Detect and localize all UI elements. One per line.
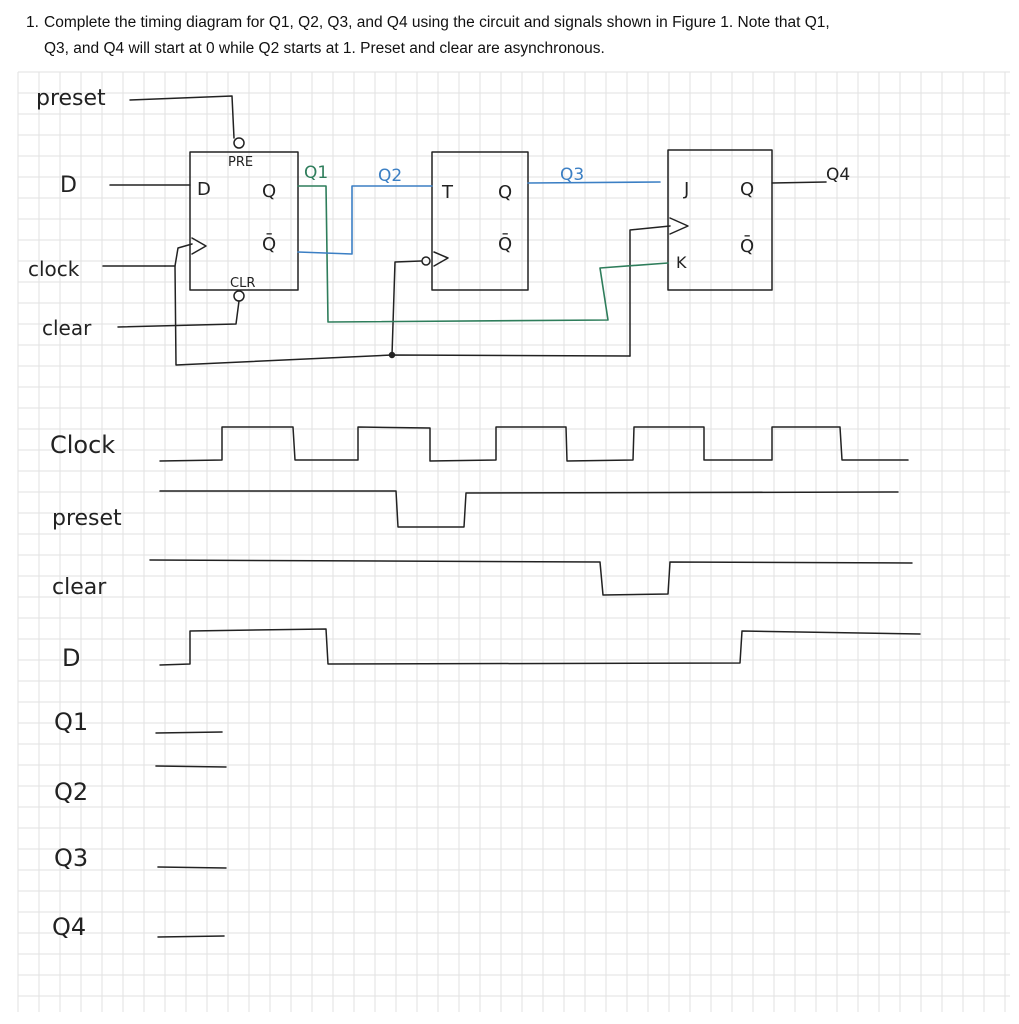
preset-wire [129, 95, 235, 139]
question-number: 1. [26, 14, 39, 31]
timing-label-q4: Q4 [52, 913, 86, 941]
q2-start-level [155, 765, 227, 768]
d-flip-flop [189, 151, 299, 291]
q3-start-level [157, 866, 227, 869]
dff-pre-bubble [233, 137, 245, 149]
q1-wire-label: Q1 [304, 163, 328, 183]
dff-d-label: D [197, 179, 211, 200]
q1-start-level [155, 731, 223, 734]
timing-label-q3: Q3 [54, 844, 88, 872]
clear-waveform [149, 559, 913, 596]
dff-clr-label: CLR [230, 276, 255, 291]
tff-qbar-label: Q̄ [498, 233, 512, 255]
timing-label-d: D [62, 644, 80, 672]
jkff-qbar-label: Q̄ [740, 235, 754, 257]
t-flip-flop [431, 151, 529, 291]
clock-to-dff [164, 243, 193, 267]
timing-label-q1: Q1 [54, 708, 88, 736]
question-line-2: Q3, and Q4 will start at 0 while Q2 star… [44, 40, 605, 57]
q4-start-level [157, 935, 225, 938]
q4-wire-label: Q4 [826, 165, 850, 185]
question-text: 1. Complete the timing diagram for Q1, Q2… [26, 10, 986, 62]
clock-bus [174, 265, 631, 366]
dff-clock-triangle [191, 237, 207, 255]
input-label-clear: clear [42, 316, 92, 340]
dff-q-label: Q [262, 181, 276, 202]
jkff-clock-triangle [669, 217, 689, 235]
timing-diagram: Clock preset clear D Q1 Q2 Q3 Q4 [50, 426, 921, 941]
input-label-preset: preset [36, 86, 106, 111]
grid-paper [17, 71, 1010, 1012]
dff-clr-bubble [233, 290, 245, 302]
q4-output-wire [771, 181, 827, 184]
preset-waveform [159, 490, 899, 528]
q3-wire-label: Q3 [560, 165, 584, 185]
q3-wire [527, 181, 661, 184]
jk-flip-flop [667, 149, 773, 291]
input-label-clock: clock [28, 257, 80, 281]
input-label-d: D [60, 173, 77, 198]
clear-wire [117, 300, 240, 328]
tff-t-label: T [441, 182, 454, 203]
dff-pre-label: PRE [228, 155, 253, 170]
timing-label-clear: clear [52, 575, 107, 600]
jkff-clock-wire [629, 225, 671, 357]
d-waveform [159, 628, 921, 666]
circuit-diagram: preset D clock clear PRE D Q Q̄ CLR T Q … [28, 86, 850, 366]
dff-qbar-label: Q̄ [262, 233, 276, 255]
q2-wire-label: Q2 [378, 166, 402, 186]
timing-label-clock: Clock [50, 431, 115, 459]
timing-label-preset: preset [52, 506, 122, 531]
tff-clock-triangle [433, 251, 449, 267]
colored-wires: Q1 Q2 Q3 [297, 163, 669, 323]
tff-clock-wire [391, 260, 422, 356]
clock-waveform [159, 426, 909, 462]
q2-wire [297, 185, 433, 255]
tff-clock-bubble [421, 256, 431, 266]
q1-wire [297, 185, 669, 323]
jkff-j-label: J [683, 179, 689, 200]
timing-label-q2: Q2 [54, 778, 88, 806]
jkff-k-label: K [676, 253, 687, 272]
question-line-1: Complete the timing diagram for Q1, Q2, … [44, 14, 830, 31]
tff-q-label: Q [498, 182, 512, 203]
jkff-q-label: Q [740, 179, 754, 200]
